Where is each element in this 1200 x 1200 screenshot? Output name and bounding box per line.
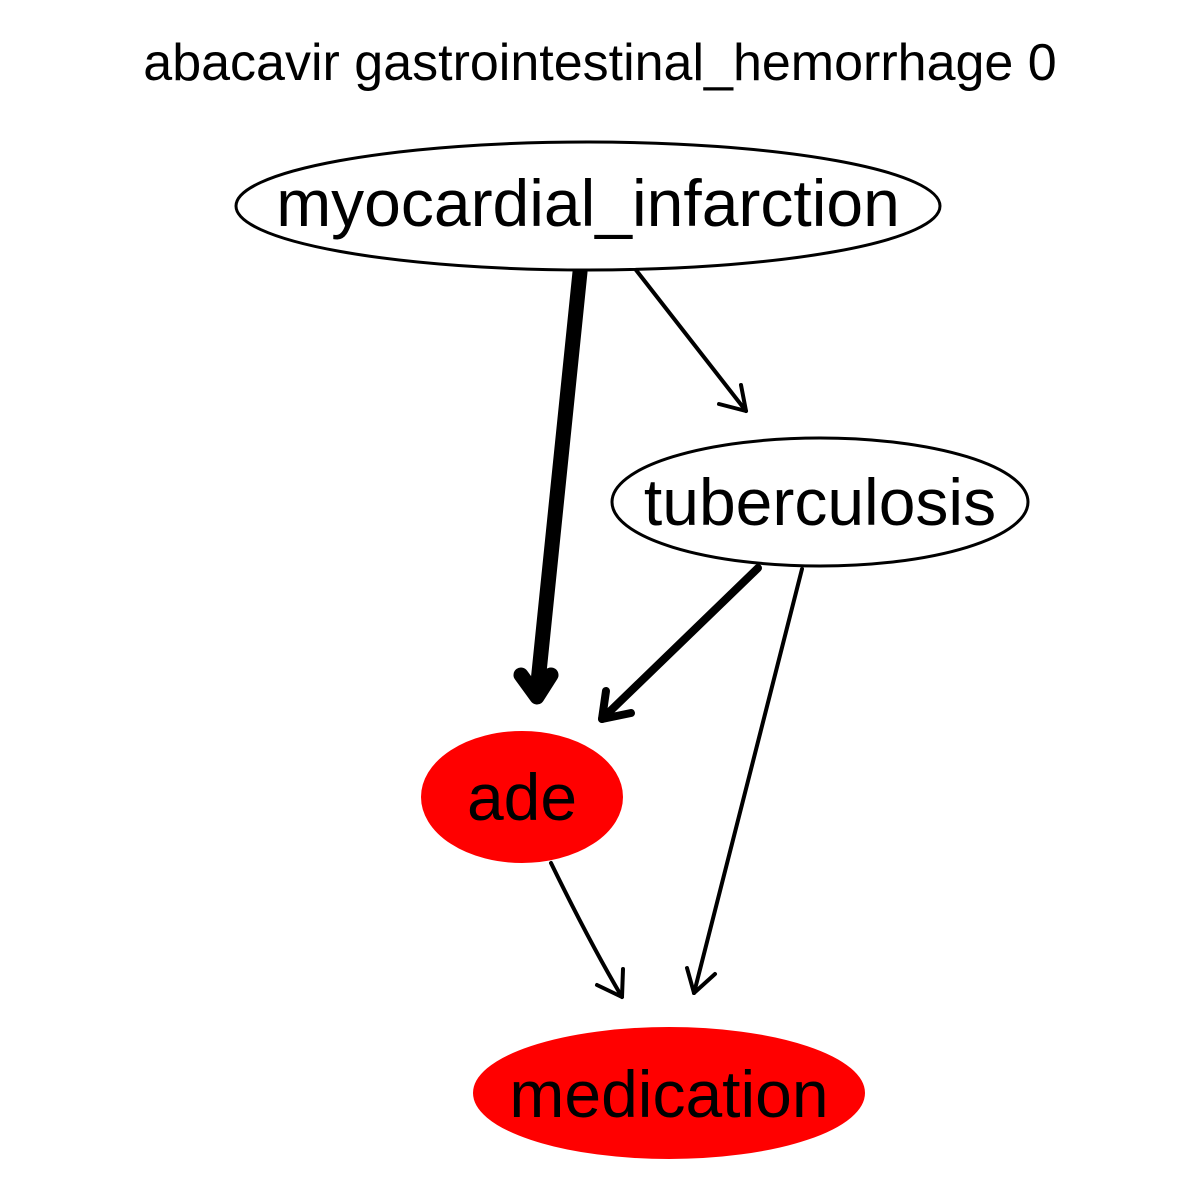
edge-tuberculosis-to-medication	[685, 567, 804, 995]
node-medication: medication	[473, 1027, 865, 1159]
node-label-ade: ade	[467, 760, 577, 834]
node-shape	[234, 140, 942, 272]
node-ade: ade	[421, 731, 623, 863]
node-shape	[421, 731, 623, 863]
graph-title: abacavir gastrointestinal_hemorrhage 0	[143, 34, 1056, 92]
edge-myocardial-infarction-to-tuberculosis	[634, 268, 748, 413]
edge-ade-to-medication	[549, 861, 625, 999]
node-shape	[473, 1027, 865, 1159]
edges	[513, 264, 804, 999]
edge-myocardial-infarction-to-ade	[513, 264, 588, 705]
node-myocardial-infarction: myocardial_infarction	[234, 140, 942, 272]
node-label-tuberculosis: tuberculosis	[644, 465, 996, 539]
node-label-myocardial-infarction: myocardial_infarction	[276, 166, 900, 240]
node-tuberculosis: tuberculosis	[610, 436, 1030, 568]
edge-tuberculosis-to-ade	[598, 564, 762, 723]
node-shape	[610, 436, 1030, 568]
node-label-medication: medication	[509, 1057, 828, 1131]
